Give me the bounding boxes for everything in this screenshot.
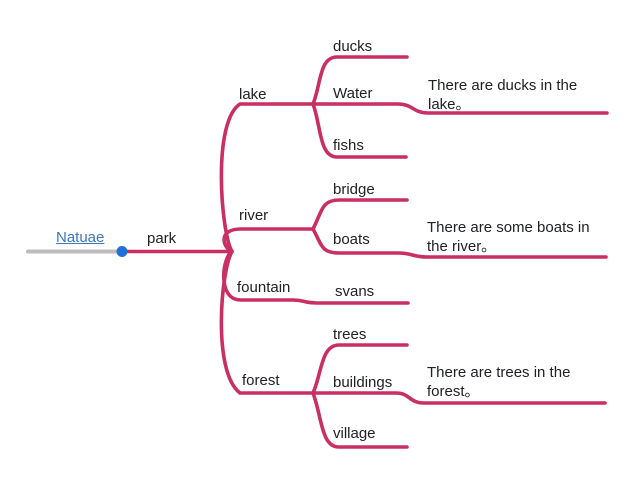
node-bridge[interactable]: bridge (333, 181, 375, 198)
root-node-link[interactable]: Natuae (56, 229, 105, 246)
connector-park-river (222, 227, 315, 254)
node-ducks[interactable]: ducks (333, 38, 373, 55)
connector-lake-ducks (311, 55, 409, 106)
node-svans[interactable]: svans (335, 283, 375, 300)
node-trees[interactable]: trees (333, 326, 367, 343)
node-water[interactable]: Water (333, 85, 373, 102)
note-lake-line2: lake。 (428, 95, 471, 113)
node-boats[interactable]: boats (333, 231, 370, 248)
note-lake-line1: There are ducks in the (428, 77, 578, 94)
note-river-line2: the river。 (427, 237, 497, 255)
note-river[interactable]: There are some boats in the river。 (427, 219, 590, 256)
node-river[interactable]: river (239, 207, 269, 224)
connector-river-boats-note (311, 227, 608, 259)
node-buildings[interactable]: buildings (333, 374, 393, 391)
connector-park-lake-water-note (219, 102, 609, 254)
connector-park-fountain-svans (222, 249, 410, 305)
node-fishs[interactable]: fishs (333, 137, 364, 154)
connector-river-bridge (311, 198, 409, 231)
node-forest[interactable]: forest (242, 372, 280, 389)
connector-forest-trees (311, 343, 409, 395)
node-village[interactable]: village (333, 425, 376, 442)
connector-park-forest-buildings-note (219, 249, 607, 405)
note-forest-line1: There are trees in the (427, 364, 571, 381)
note-lake[interactable]: There are ducks in the lake。 (428, 77, 577, 114)
note-forest[interactable]: There are trees in the forest。 (427, 364, 570, 401)
note-forest-line2: forest。 (427, 382, 480, 400)
node-fountain[interactable]: fountain (237, 279, 291, 296)
connector-lake-fishs (311, 102, 408, 159)
node-lake[interactable]: lake (239, 86, 267, 103)
node-park[interactable]: park (147, 230, 177, 247)
note-river-line1: There are some boats in (427, 219, 590, 236)
root-node-dot[interactable] (116, 246, 128, 257)
connector-forest-village (311, 391, 409, 449)
